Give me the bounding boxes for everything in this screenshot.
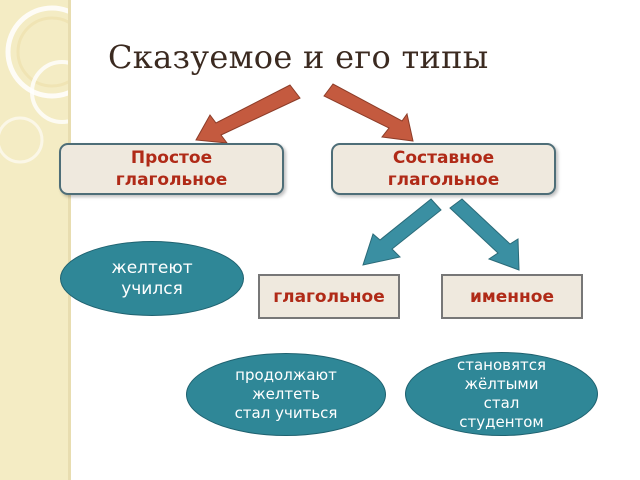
nominal-box: именное — [441, 274, 583, 319]
arrow-to-nominal — [449, 198, 520, 271]
arrow-to-verbal — [362, 198, 442, 266]
simple-predicate-box: Простое глагольное — [59, 143, 284, 195]
nominal-label: именное — [469, 286, 555, 307]
arrow-to-compound — [323, 83, 414, 142]
nominal-examples-ellipse: становятся жёлтыми стал студентом — [405, 352, 598, 436]
decorative-sidebar — [0, 0, 68, 480]
verbal-label: глагольное — [273, 286, 385, 307]
slide-title: Сказуемое и его типы — [108, 38, 489, 76]
compound-predicate-label: Составное глагольное — [387, 148, 500, 190]
compound-predicate-box: Составное глагольное — [331, 143, 556, 195]
simple-predicate-label: Простое глагольное — [115, 148, 228, 190]
sidebar-edge — [68, 0, 71, 480]
arrow-to-simple — [195, 84, 301, 144]
verbal-examples-ellipse: продолжают желтеть стал учиться — [186, 353, 386, 436]
verbal-examples-text: продолжают желтеть стал учиться — [234, 366, 338, 422]
nominal-examples-text: становятся жёлтыми стал студентом — [456, 356, 547, 431]
simple-examples-text: желтеют учился — [111, 257, 193, 299]
verbal-box: глагольное — [258, 274, 400, 319]
simple-examples-ellipse: желтеют учился — [60, 241, 244, 316]
decorative-circles — [0, 5, 68, 164]
